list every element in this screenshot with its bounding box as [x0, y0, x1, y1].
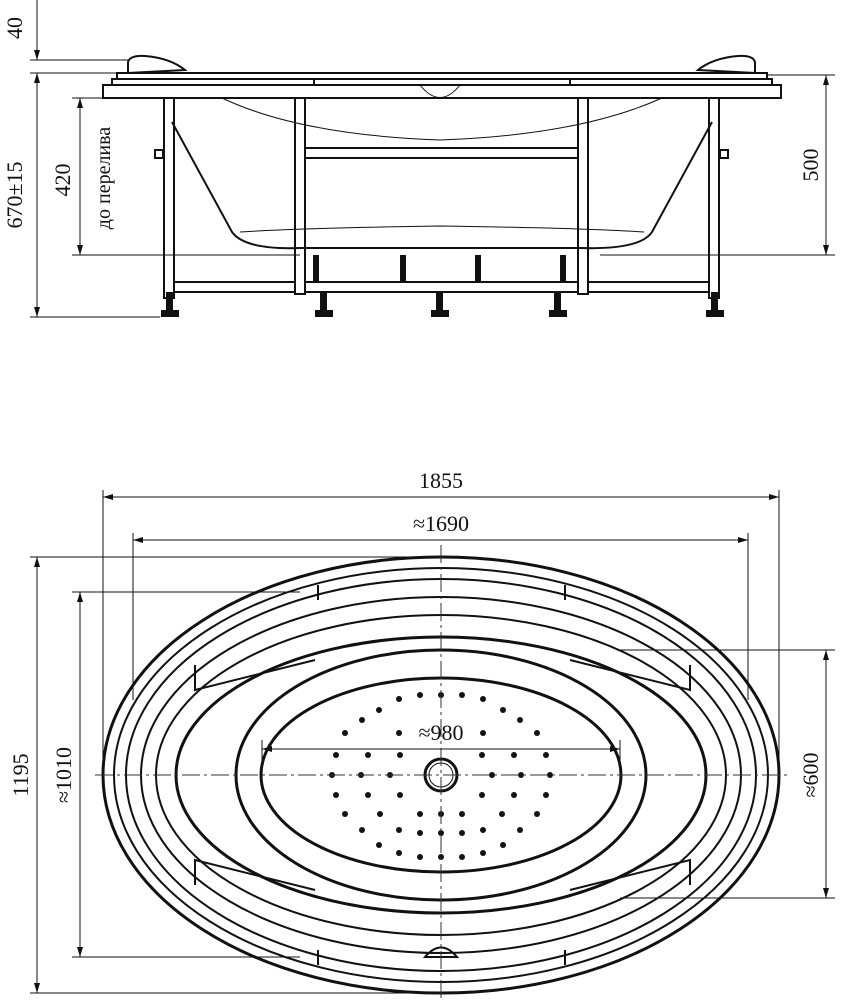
jet-dot [517, 717, 523, 723]
jet-dot [342, 811, 348, 817]
jet-dot [333, 792, 339, 798]
frame [154, 97, 729, 299]
overflow-icon [422, 946, 460, 958]
jet-dot [342, 730, 348, 736]
tub-floor [239, 225, 645, 233]
jet-dot [480, 827, 486, 833]
jet-dot [365, 792, 371, 798]
basin-outer [234, 648, 648, 902]
jet-dot [459, 811, 465, 817]
jet-dot [359, 827, 365, 833]
overflow-outlet [419, 84, 461, 98]
dim-overflow-height: 420 [50, 164, 75, 197]
jet-dot [377, 811, 383, 817]
jet-dot [511, 792, 517, 798]
jet-dot [534, 811, 540, 817]
dim-basin-width: ≈600 [798, 752, 823, 797]
top-view: 1855 ≈1690 1195 ≈1010 ≈600 ≈980 [8, 468, 835, 1000]
dim-rim-height: 40 [2, 17, 27, 39]
hydromassage-jets [329, 692, 553, 860]
jet-dot [511, 752, 517, 758]
jet-dot [500, 842, 506, 848]
jet-dot [459, 854, 465, 860]
jet-dot [417, 811, 423, 817]
dim-overall-length: 1855 [419, 468, 463, 493]
overflow-note: до перелива [93, 127, 115, 229]
jet-dot [333, 752, 339, 758]
jet-dot [365, 752, 371, 758]
dim-overall-width: 1195 [8, 753, 33, 796]
jet-dot [547, 772, 553, 778]
dim-frame-height: 500 [798, 149, 823, 182]
jet-dot [518, 772, 524, 778]
jet-dot [396, 730, 402, 736]
jet-dot [397, 752, 403, 758]
jet-dot [480, 696, 486, 702]
jet-dot [417, 854, 423, 860]
jet-dot [438, 830, 444, 836]
jet-dot [543, 792, 549, 798]
jet-dot [480, 850, 486, 856]
dim-inner-width: ≈1010 [51, 747, 76, 803]
jet-dot [396, 696, 402, 702]
rim-base [102, 84, 782, 99]
jet-dot [459, 692, 465, 698]
dim-total-height: 670±15 [2, 161, 27, 228]
side-view: 40 670±15 420 до перелива 500 [2, 0, 835, 318]
tub-shell-outer [171, 121, 713, 250]
jet-dot [359, 717, 365, 723]
jet-dot [499, 811, 505, 817]
jet-dot [376, 842, 382, 848]
headrest-left [127, 54, 188, 74]
jet-dot [534, 730, 540, 736]
jet-dot [417, 830, 423, 836]
jet-dot [479, 792, 485, 798]
armrest-bottom [194, 858, 691, 891]
dim-inner-length: ≈1690 [413, 511, 469, 536]
jet-dot [459, 830, 465, 836]
jet-dot [396, 827, 402, 833]
jet-dot [517, 827, 523, 833]
tub-shell-inner [221, 97, 663, 141]
jet-dot [489, 772, 495, 778]
jet-dot [500, 707, 506, 713]
headrest-right [695, 54, 756, 74]
dim-basin-length: ≈980 [418, 720, 463, 745]
rim-top [116, 72, 768, 80]
jet-dot [397, 792, 403, 798]
jet-dot [376, 707, 382, 713]
jet-dot [417, 692, 423, 698]
jet-dot [396, 850, 402, 856]
jet-dot [479, 752, 485, 758]
jet-dot [543, 752, 549, 758]
adjustable-feet [161, 255, 724, 317]
armrest-top [194, 659, 691, 692]
jet-dot [480, 730, 486, 736]
